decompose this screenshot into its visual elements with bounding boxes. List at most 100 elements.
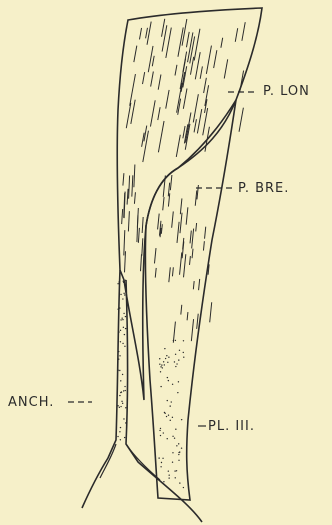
fiber-stroke — [192, 229, 194, 249]
p-longus-muscle — [117, 8, 262, 400]
fiber-stroke — [214, 50, 217, 68]
stipple-dot — [162, 367, 163, 368]
stipple-dot — [167, 438, 168, 439]
stipple-dot — [122, 343, 123, 344]
stipple-dot — [165, 358, 166, 359]
stipple-dot — [124, 334, 125, 335]
fiber-stroke — [205, 227, 206, 239]
fiber-stroke — [132, 175, 133, 196]
stipple-dot — [172, 462, 173, 463]
stipple-dot — [163, 481, 164, 482]
fiber-stroke — [200, 66, 202, 78]
stipple-dot — [166, 355, 167, 356]
stipple-dot — [117, 283, 118, 284]
stipple-dot — [161, 364, 162, 365]
stipple-dot — [176, 470, 177, 471]
stipple-dot — [159, 430, 160, 431]
stipple-dot — [166, 416, 167, 417]
fiber-stroke — [134, 46, 137, 63]
fiber-stroke — [176, 135, 180, 157]
fiber-stroke — [193, 281, 194, 289]
muscle-fiber-hatching — [122, 19, 246, 343]
fiber-stroke — [129, 175, 130, 198]
stipple-dot — [159, 364, 160, 365]
fiber-stroke — [170, 175, 172, 190]
fiber-stroke — [173, 322, 175, 343]
stipple-dot — [160, 435, 161, 436]
stipple-dot — [183, 340, 184, 341]
fiber-stroke — [142, 238, 143, 255]
stipple-dot — [176, 363, 177, 364]
fiber-stroke — [205, 127, 209, 152]
fiber-stroke — [175, 65, 177, 76]
stipple-dot — [118, 281, 119, 282]
stipple-dot — [122, 319, 123, 320]
stipple-dot — [178, 359, 179, 360]
label-pl-iii: PL. III. — [208, 419, 255, 434]
stipple-dot — [125, 422, 126, 423]
stipple-dot — [124, 346, 125, 347]
stipple-dot — [119, 307, 120, 308]
stipple-dot — [170, 420, 171, 421]
stipple-dot — [158, 457, 159, 458]
stipple-dot — [167, 400, 168, 401]
stipple-dot — [118, 331, 119, 332]
fiber-stroke — [127, 189, 128, 205]
fiber-stroke — [180, 252, 182, 274]
fiber-stroke — [186, 207, 188, 224]
stipple-dot — [181, 419, 182, 420]
fiber-stroke — [158, 214, 160, 230]
fiber-stroke — [155, 268, 156, 278]
fiber-stroke — [154, 248, 156, 263]
fiber-stroke — [186, 112, 191, 142]
fiber-stroke — [128, 211, 129, 231]
stipple-dot — [160, 466, 161, 467]
fiber-stroke — [152, 56, 154, 66]
fiber-stroke — [158, 121, 164, 152]
stipple-dot — [163, 432, 164, 433]
fiber-stroke — [203, 108, 208, 135]
stipple-dot — [172, 436, 173, 437]
fiber-stroke — [158, 107, 160, 120]
fiber-stroke — [124, 230, 125, 255]
stipple-dot — [125, 407, 126, 408]
stipple-dot — [121, 317, 122, 318]
stipple-dot — [178, 454, 179, 455]
stipple-dot — [169, 405, 170, 406]
stipple-dot — [118, 358, 119, 359]
fiber-stroke — [224, 59, 227, 78]
stipple-dot — [163, 361, 164, 362]
fiber-stroke — [180, 213, 182, 234]
stipple-dot — [174, 361, 175, 362]
stipple-dot — [164, 348, 165, 349]
stipple-dot — [183, 352, 184, 353]
stipple-dot — [125, 316, 126, 317]
fiber-stroke — [190, 256, 191, 265]
stipple-dot — [117, 436, 118, 437]
stipple-dot — [176, 445, 177, 446]
stipple-dot — [117, 309, 118, 310]
stipple-dot — [120, 427, 121, 428]
stipple-dot — [167, 362, 168, 363]
stipple-dot — [168, 470, 169, 471]
stipple-dot — [119, 355, 120, 356]
fiber-stroke — [210, 302, 212, 322]
stipple-dot — [125, 328, 126, 329]
fiber-stroke — [242, 22, 245, 41]
fiber-stroke — [186, 32, 189, 47]
stipple-dot — [118, 370, 119, 371]
label-anch: ANCH. — [8, 395, 54, 410]
p-longus-tendon-left — [82, 270, 120, 508]
fiber-stroke — [193, 94, 198, 122]
stipple-dot — [120, 392, 121, 393]
fiber-stroke — [134, 192, 135, 204]
fiber-stroke — [184, 254, 186, 277]
stipple-dot — [178, 381, 179, 382]
fiber-stroke — [143, 72, 145, 84]
fiber-stroke — [147, 22, 151, 45]
stipple-dot — [123, 390, 124, 391]
stipple-dot — [123, 418, 124, 419]
stipple-dot — [160, 366, 161, 367]
fiber-stroke — [177, 222, 179, 243]
